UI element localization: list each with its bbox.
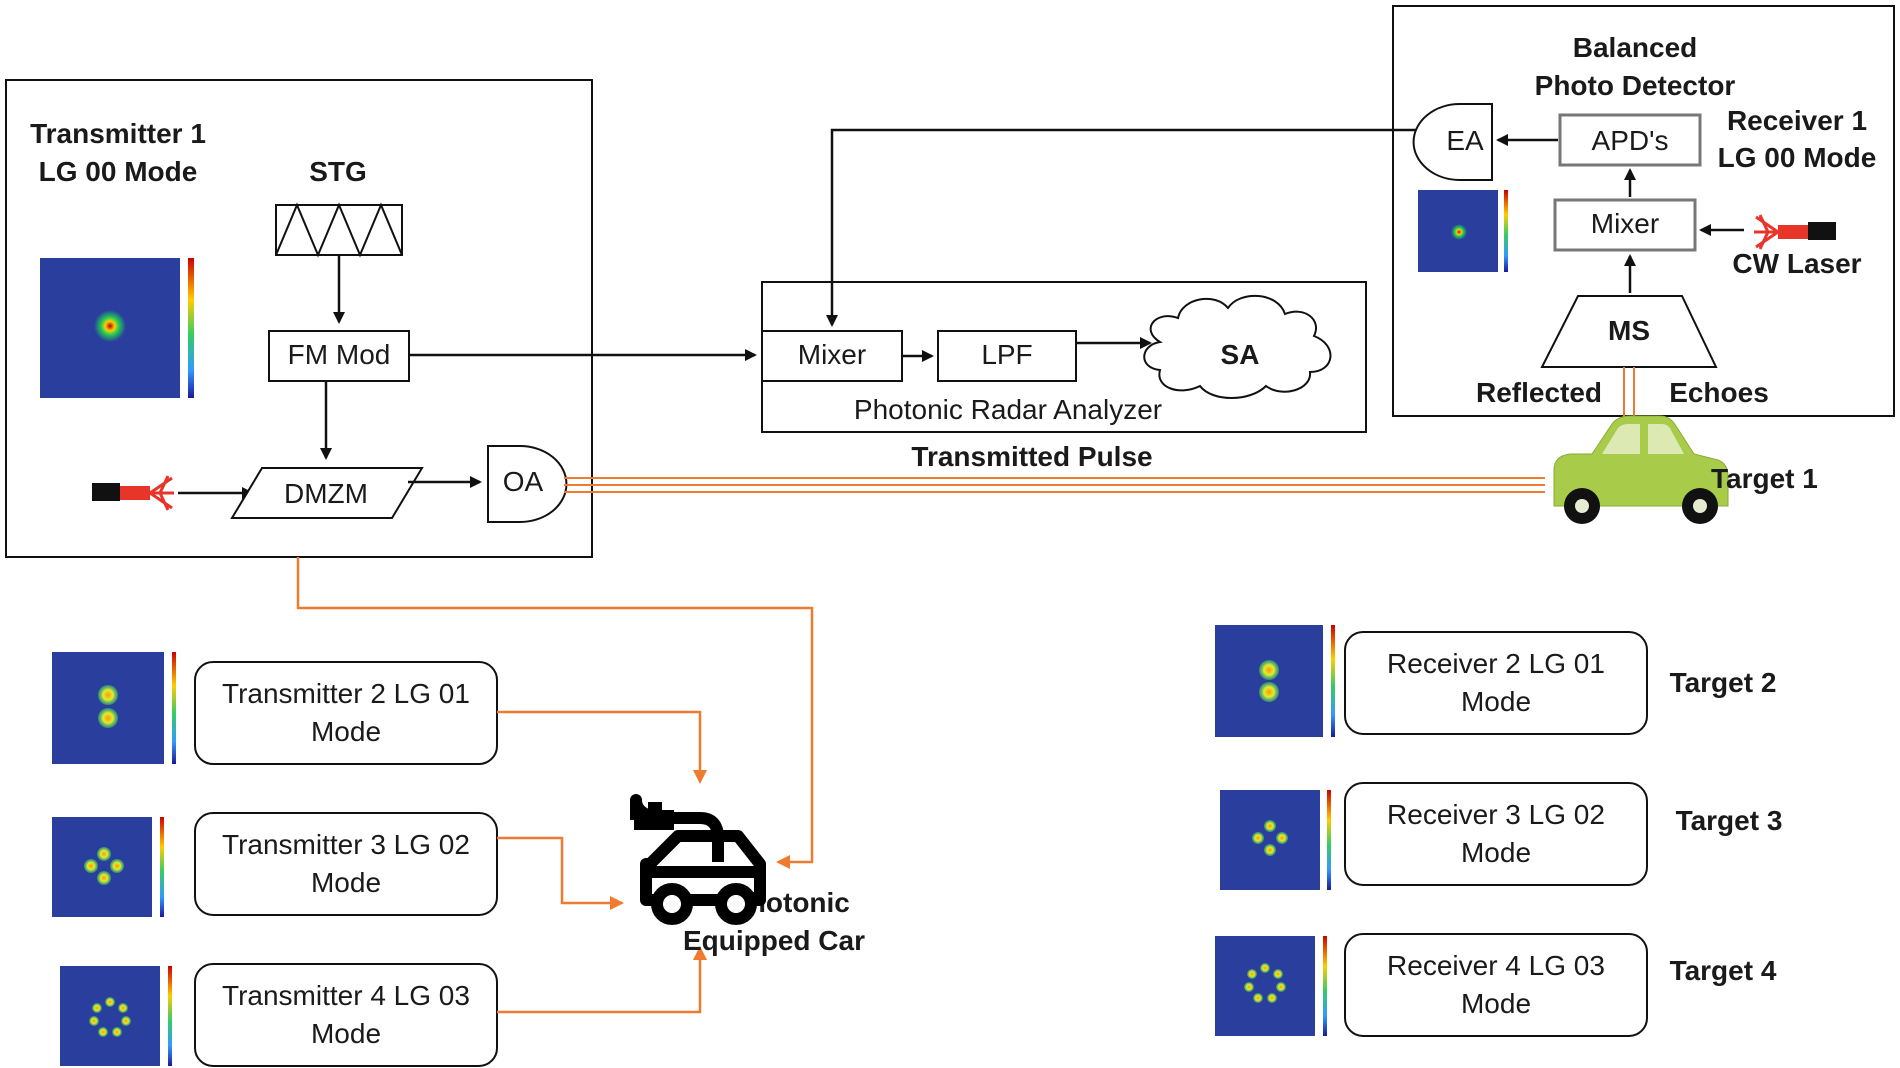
transmitter3-line1: Transmitter 3 LG 02 [222,829,470,860]
receiver2-box[interactable] [1344,631,1648,735]
transmitter2-line2: Mode [311,716,381,747]
rx-mixer-label: Mixer [1591,208,1659,239]
transmitter4-line1: Transmitter 4 LG 03 [222,980,470,1011]
transmitter3-line2: Mode [311,867,381,898]
sa-cloud[interactable] [1143,295,1332,399]
sa-label: SA [1221,339,1260,370]
ms-label: MS [1608,315,1650,346]
car-icon [1553,415,1729,524]
mode-profile-icon [1215,625,1335,737]
receiver1-title: Receiver 1 [1727,105,1867,136]
transmitted-beam [564,477,1545,493]
lpf-label: LPF [981,339,1032,370]
car-label-line2: Equipped Car [683,925,865,956]
oa-label: OA [503,466,544,497]
ea-label: EA [1446,125,1484,156]
analyzer-mixer-block[interactable] [761,330,903,382]
fm-mod-block[interactable] [268,330,410,382]
receiver3-line2: Mode [1461,837,1531,868]
tx1-to-car-line [296,557,814,869]
receiver3-box[interactable] [1344,782,1648,886]
transmitter4-box[interactable] [194,963,498,1067]
receiver4-box[interactable] [1344,933,1648,1037]
stg-label: STG [309,156,367,187]
oa-block[interactable] [487,445,568,523]
lpf-block[interactable] [937,330,1077,382]
tx3-to-car-line [497,836,624,910]
receiver2-line1: Receiver 2 LG 01 [1387,648,1605,679]
echoes-label: Echoes [1669,377,1769,408]
laser-source-icon [1754,214,1836,250]
target1-label: Target 1 [1711,463,1818,494]
mode-profile-icon [1220,790,1331,890]
apd-block[interactable] [1558,113,1702,167]
laser-source-icon [92,475,174,511]
transmitter1-subtitle: LG 00 Mode [39,156,198,187]
mode-profile-icon [60,966,172,1066]
rx-mixer-block[interactable] [1553,198,1697,252]
dmzm-label: DMZM [284,478,368,509]
receiver4-line1: Receiver 4 LG 03 [1387,950,1605,981]
ms-block[interactable] [1540,295,1718,368]
transmitter2-line1: Transmitter 2 LG 01 [222,678,470,709]
target2-label: Target 2 [1670,667,1777,698]
bpd-title: Balanced [1573,32,1698,63]
target3-label: Target 3 [1676,805,1783,836]
receiver1-subtitle: LG 00 Mode [1718,142,1877,173]
fm-mod-label: FM Mod [288,339,391,370]
cw-laser-label: CW Laser [1732,248,1861,279]
mode-profile-icon [1215,936,1327,1036]
bpd-subtitle: Photo Detector [1535,70,1736,101]
transmitted-pulse-label: Transmitted Pulse [911,441,1152,472]
transmitter3-box[interactable] [194,812,498,916]
apd-label: APD's [1592,125,1669,156]
stg-block[interactable] [275,202,403,258]
reflected-label: Reflected [1476,377,1602,408]
mode-profile-icon [52,652,176,764]
ea-block[interactable] [1412,103,1493,181]
ea-to-mixer-arrow [826,128,1420,327]
ev-car-icon [630,794,766,925]
mode-profile-icon [40,258,194,398]
receiver2-line2: Mode [1461,686,1531,717]
mode-profile-icon [1418,190,1508,272]
receiver3-line1: Receiver 3 LG 02 [1387,799,1605,830]
analyzer-label: Photonic Radar Analyzer [854,394,1162,425]
analyzer-mixer-label: Mixer [798,339,866,370]
target4-label: Target 4 [1670,955,1777,986]
tx2-to-car-line [497,710,707,784]
reflected-beam [1623,367,1635,424]
transmitter4-line2: Mode [311,1018,381,1049]
receiver4-line2: Mode [1461,988,1531,1019]
dmzm-block[interactable] [230,467,424,519]
transmitter1-title: Transmitter 1 [30,118,206,149]
tx4-to-car-line [497,946,707,1014]
mode-profile-icon [52,817,164,917]
